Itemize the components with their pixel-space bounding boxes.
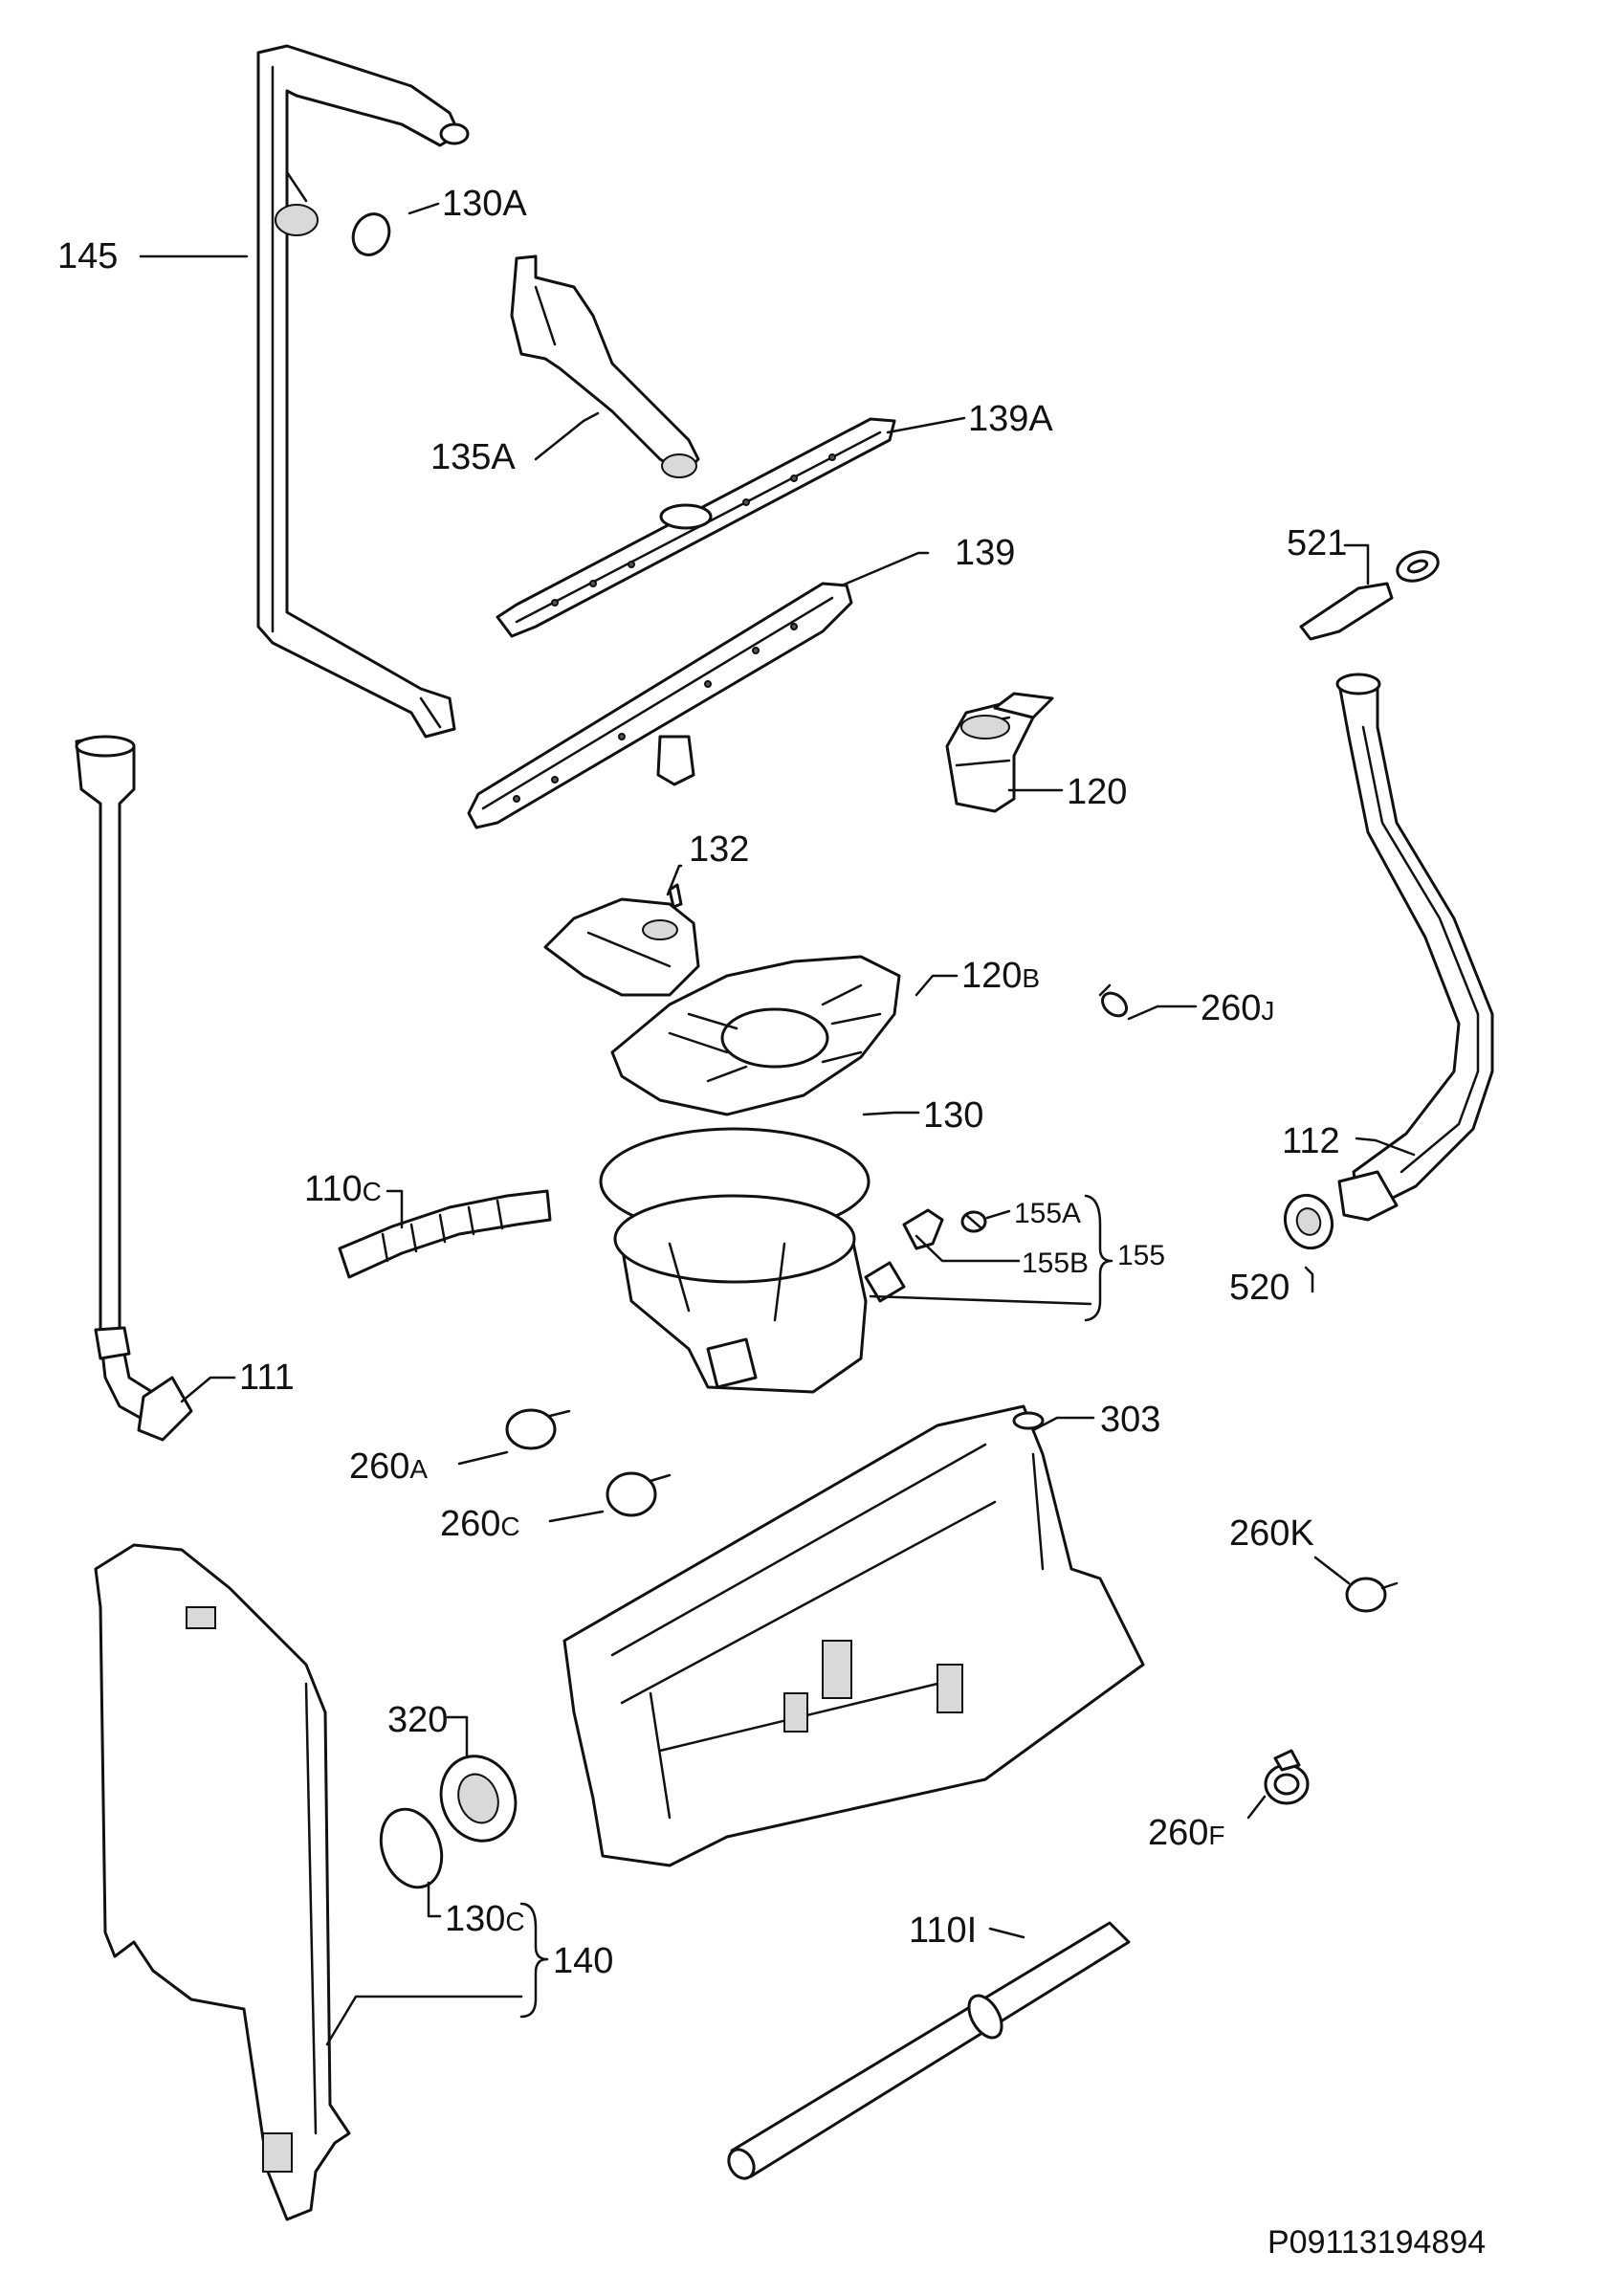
label-112: 112 bbox=[1282, 1121, 1340, 1161]
label-155: 155 bbox=[1117, 1240, 1165, 1271]
brace-140 bbox=[519, 1902, 549, 2019]
label-260C: 260C bbox=[440, 1504, 520, 1544]
part-140-side-panel bbox=[94, 1543, 351, 2221]
part-130C-o-ring bbox=[379, 1807, 444, 1889]
part-110I-pipe bbox=[727, 1921, 1131, 2180]
drawing-reference-number: P09113194894 bbox=[1267, 2224, 1486, 2261]
part-260A-clamp bbox=[505, 1408, 571, 1450]
label-130C: 130C bbox=[445, 1899, 525, 1939]
label-139: 139 bbox=[955, 533, 1015, 573]
part-120B-filter-plate bbox=[610, 955, 901, 1116]
label-140: 140 bbox=[553, 1941, 613, 1981]
label-520: 520 bbox=[1229, 1268, 1289, 1308]
part-120-filter bbox=[945, 692, 1054, 813]
label-145: 145 bbox=[57, 236, 118, 276]
part-155A-cap bbox=[960, 1210, 987, 1233]
label-120: 120 bbox=[1067, 772, 1127, 812]
part-260F-clamp bbox=[1264, 1749, 1310, 1805]
part-130A-o-ring bbox=[351, 212, 391, 256]
label-303: 303 bbox=[1100, 1400, 1160, 1440]
part-260K-clamp bbox=[1345, 1577, 1399, 1613]
label-120B: 120B bbox=[961, 956, 1040, 996]
part-145-supply-pipe bbox=[256, 44, 470, 739]
part-112-drain-hose bbox=[1335, 673, 1494, 1222]
label-110C: 110C bbox=[304, 1169, 382, 1209]
label-521: 521 bbox=[1287, 523, 1347, 563]
label-260A: 260A bbox=[349, 1446, 428, 1487]
part-139-lower-spray-arm bbox=[467, 582, 853, 829]
label-130: 130 bbox=[923, 1095, 983, 1136]
part-139A-upper-spray-arm bbox=[496, 417, 896, 638]
label-132: 132 bbox=[689, 829, 749, 870]
leader-lines bbox=[139, 202, 1416, 2046]
part-320-seal bbox=[439, 1755, 518, 1843]
label-111: 111 bbox=[239, 1358, 295, 1398]
part-135A-spray-arm-connector bbox=[510, 254, 700, 478]
label-260K: 260K bbox=[1229, 1513, 1314, 1554]
label-135A: 135A bbox=[430, 437, 516, 477]
brace-155 bbox=[1084, 1194, 1113, 1322]
label-155B: 155B bbox=[1022, 1247, 1089, 1279]
label-130A: 130A bbox=[442, 184, 527, 224]
label-139A: 139A bbox=[968, 399, 1053, 439]
label-320: 320 bbox=[387, 1700, 448, 1740]
part-130-sump bbox=[599, 1127, 906, 1394]
part-110C-hose bbox=[338, 1189, 552, 1279]
label-155A: 155A bbox=[1014, 1198, 1081, 1229]
part-303-base bbox=[562, 1404, 1145, 1867]
label-260F: 260F bbox=[1148, 1813, 1225, 1853]
part-521-clip bbox=[1299, 550, 1440, 641]
part-132-valve bbox=[543, 883, 700, 997]
part-260C-clamp bbox=[606, 1471, 672, 1517]
label-260J: 260J bbox=[1201, 988, 1274, 1028]
part-111-inlet-hose bbox=[75, 735, 193, 1442]
part-155B-cover bbox=[902, 1208, 944, 1250]
label-110I: 110I bbox=[909, 1910, 977, 1951]
part-260J-clamp bbox=[1098, 983, 1129, 1018]
part-520-seal bbox=[1283, 1193, 1334, 1250]
